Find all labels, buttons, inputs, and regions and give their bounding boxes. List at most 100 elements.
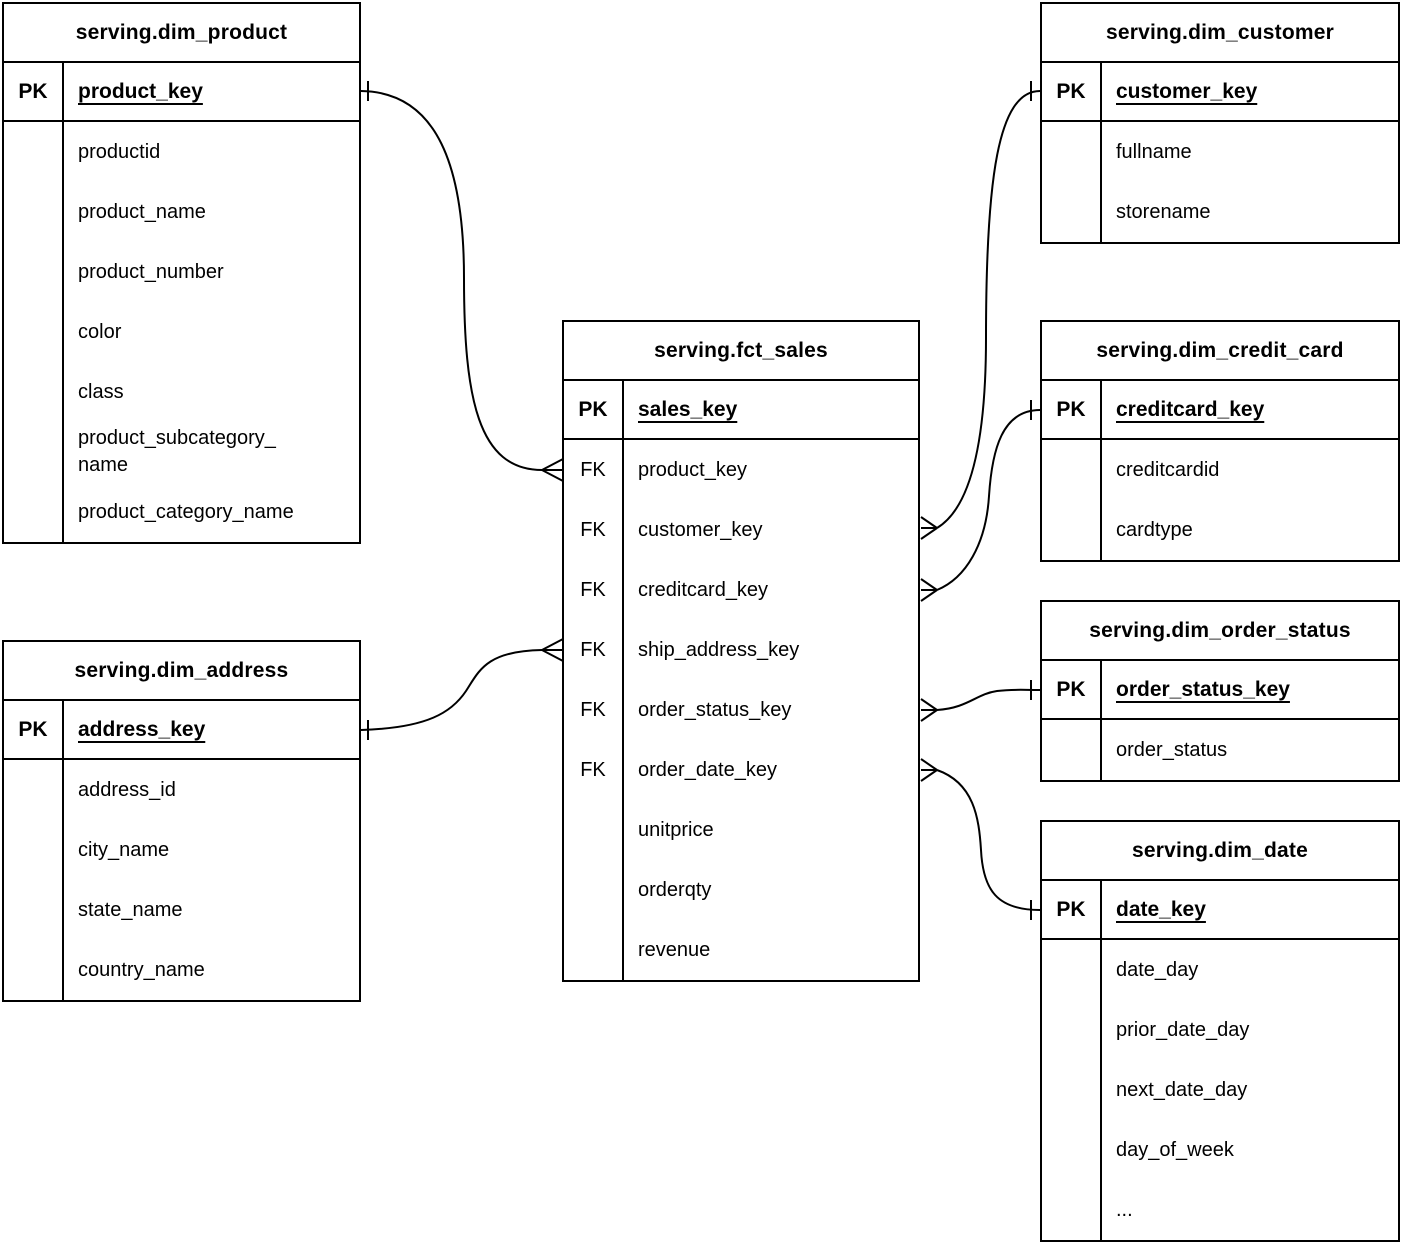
table-row: city_name bbox=[4, 820, 359, 880]
pk-label: PK bbox=[564, 381, 624, 438]
table-row: fullname bbox=[1042, 122, 1398, 182]
key-tag bbox=[1042, 1060, 1102, 1120]
table-row: FK product_key bbox=[564, 440, 918, 500]
pk-field: date_key bbox=[1116, 897, 1206, 921]
key-tag bbox=[4, 760, 64, 820]
column-name: city_name bbox=[78, 838, 170, 861]
key-tag bbox=[4, 880, 64, 940]
table-row: storename bbox=[1042, 182, 1398, 242]
column-name: state_name bbox=[78, 898, 183, 921]
fk-label: FK bbox=[564, 440, 624, 500]
column-name: storename bbox=[1116, 200, 1211, 223]
column-name: product_number bbox=[78, 260, 224, 283]
table-row: date_day bbox=[1042, 940, 1398, 1000]
column-name: ship_address_key bbox=[638, 638, 800, 661]
column-name: product_category_name bbox=[78, 500, 294, 523]
key-tag bbox=[1042, 122, 1102, 182]
crow-foot-icon bbox=[541, 638, 564, 662]
table-row: product_category_name bbox=[4, 482, 359, 542]
column-name: productid bbox=[78, 140, 161, 163]
table-dim-order-status: serving.dim_order_status PK order_status… bbox=[1040, 600, 1400, 782]
key-tag bbox=[1042, 720, 1102, 780]
relationship-line bbox=[936, 90, 1041, 529]
key-tag bbox=[564, 860, 624, 920]
key-tag bbox=[1042, 1180, 1102, 1240]
relationship-line bbox=[936, 769, 1041, 911]
key-tag bbox=[1042, 500, 1102, 560]
table-row: next_date_day bbox=[1042, 1060, 1398, 1120]
rel-sales-order-status bbox=[920, 680, 1041, 722]
table-dim-date: serving.dim_date PK date_key date_day pr… bbox=[1040, 820, 1400, 1242]
table-title: serving.dim_credit_card bbox=[1042, 322, 1398, 381]
rel-product-sales bbox=[360, 81, 564, 482]
key-tag bbox=[4, 122, 64, 182]
table-row: class bbox=[4, 362, 359, 422]
relationship-line bbox=[936, 688, 1041, 711]
fk-label: FK bbox=[564, 620, 624, 680]
table-row: FK order_date_key bbox=[564, 740, 918, 800]
pk-row: PK order_status_key bbox=[1042, 661, 1398, 720]
key-tag bbox=[4, 362, 64, 422]
key-tag bbox=[1042, 940, 1102, 1000]
crow-foot-icon bbox=[920, 758, 938, 782]
table-dim-credit-card: serving.dim_credit_card PK creditcard_ke… bbox=[1040, 320, 1400, 562]
table-row: color bbox=[4, 302, 359, 362]
pk-row: PK address_key bbox=[4, 701, 359, 760]
table-row: creditcardid bbox=[1042, 440, 1398, 500]
rel-address-sales bbox=[360, 638, 564, 740]
column-name: orderqty bbox=[638, 878, 712, 901]
table-row: FK order_status_key bbox=[564, 680, 918, 740]
table-title: serving.dim_customer bbox=[1042, 4, 1398, 63]
key-tag bbox=[1042, 1120, 1102, 1180]
table-row: prior_date_day bbox=[1042, 1000, 1398, 1060]
pk-field: sales_key bbox=[638, 397, 738, 421]
fk-label: FK bbox=[564, 680, 624, 740]
column-name: address_id bbox=[78, 778, 176, 801]
column-name: product_key bbox=[638, 458, 747, 481]
key-tag bbox=[4, 422, 64, 482]
table-row: FK customer_key bbox=[564, 500, 918, 560]
column-name: prior_date_day bbox=[1116, 1018, 1250, 1041]
key-tag bbox=[4, 820, 64, 880]
column-name: product_name bbox=[78, 200, 206, 223]
column-name: order_status_key bbox=[638, 698, 792, 721]
relationship-line bbox=[936, 409, 1041, 591]
column-name: creditcard_key bbox=[638, 578, 769, 601]
table-row: product_number bbox=[4, 242, 359, 302]
table-row: unitprice bbox=[564, 800, 918, 860]
crow-foot-icon bbox=[920, 698, 938, 722]
pk-label: PK bbox=[4, 701, 64, 758]
pk-row: PK date_key bbox=[1042, 881, 1398, 940]
fk-label: FK bbox=[564, 740, 624, 800]
column-name: class bbox=[78, 380, 124, 403]
table-title: serving.dim_address bbox=[4, 642, 359, 701]
relationship-line bbox=[360, 649, 543, 731]
key-tag bbox=[1042, 440, 1102, 500]
column-name: day_of_week bbox=[1116, 1138, 1234, 1161]
column-name: creditcardid bbox=[1116, 458, 1220, 481]
key-tag bbox=[564, 800, 624, 860]
table-row: productid bbox=[4, 122, 359, 182]
pk-field: address_key bbox=[78, 717, 206, 741]
column-name: next_date_day bbox=[1116, 1078, 1248, 1101]
column-name: fullname bbox=[1116, 140, 1192, 163]
column-name: order_status bbox=[1116, 738, 1228, 761]
table-row: revenue bbox=[564, 920, 918, 980]
column-name: order_date_key bbox=[638, 758, 777, 781]
column-name: date_day bbox=[1116, 958, 1199, 981]
column-name: color bbox=[78, 320, 122, 343]
crow-foot-icon bbox=[541, 458, 564, 482]
table-row: state_name bbox=[4, 880, 359, 940]
pk-row: PK customer_key bbox=[1042, 63, 1398, 122]
rel-sales-date bbox=[920, 758, 1041, 920]
table-title: serving.fct_sales bbox=[564, 322, 918, 381]
pk-row: PK sales_key bbox=[564, 381, 918, 440]
table-row: order_status bbox=[1042, 720, 1398, 780]
table-row: day_of_week bbox=[1042, 1120, 1398, 1180]
table-row: product_name bbox=[4, 182, 359, 242]
table-title: serving.dim_product bbox=[4, 4, 359, 63]
key-tag bbox=[1042, 182, 1102, 242]
pk-label: PK bbox=[1042, 881, 1102, 938]
key-tag bbox=[4, 302, 64, 362]
